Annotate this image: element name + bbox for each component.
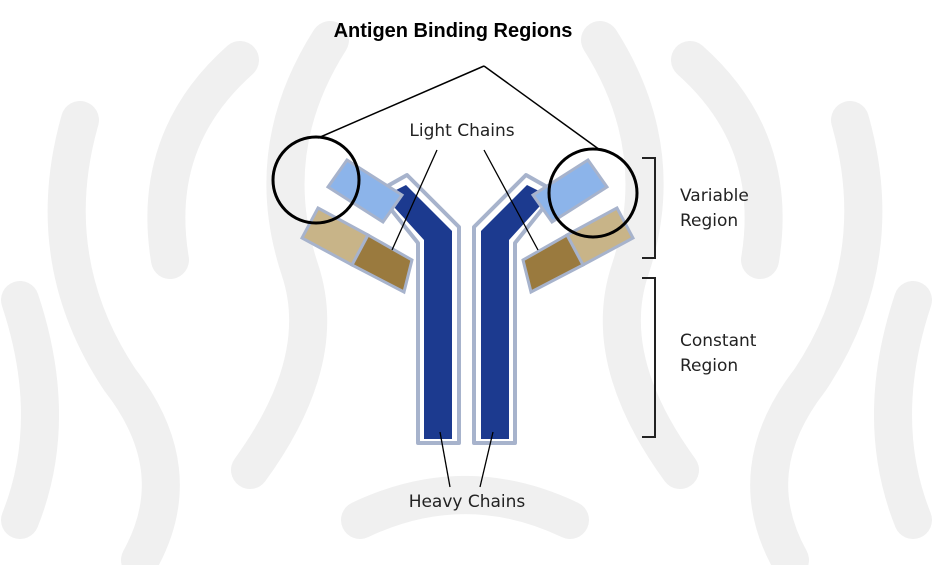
constant-region-label-line2: Region <box>680 356 738 376</box>
watermark-emblem <box>20 40 913 560</box>
diagram-title: Antigen Binding Regions <box>334 20 573 42</box>
light-chain-right-variable <box>533 160 607 222</box>
heavy-chains-label: Heavy Chains <box>409 492 526 512</box>
heavy-chain-right <box>474 175 556 443</box>
constant-region-label-line1: Constant <box>680 331 757 351</box>
light-chains-label: Light Chains <box>409 121 514 141</box>
variable-region-label-line1: Variable <box>680 186 749 206</box>
variable-region-label-line2: Region <box>680 211 738 231</box>
light-chain-left-variable <box>328 160 402 222</box>
